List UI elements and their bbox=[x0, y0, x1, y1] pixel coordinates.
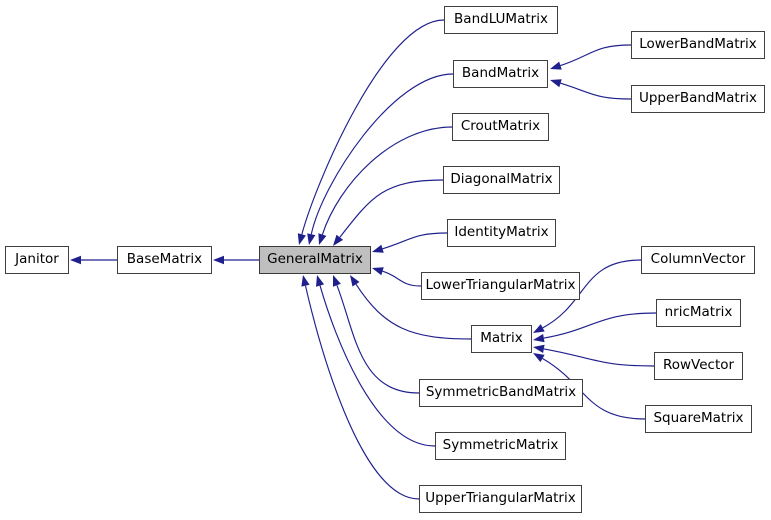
edge-rowvector-to-matrix bbox=[543, 348, 655, 367]
edge-columnvector-to-matrix bbox=[542, 259, 642, 329]
edge-lowertriangularmatrix-to-generalmatrix bbox=[382, 270, 422, 287]
edge-squarematrix-to-matrix bbox=[542, 358, 646, 420]
edge-symmetricmatrix-to-generalmatrix bbox=[319, 285, 436, 447]
arrowhead-nricmatrix-to-matrix bbox=[533, 333, 545, 343]
arrowhead-basematrix-to-janitor bbox=[70, 255, 81, 265]
edge-croutmatrix-to-generalmatrix bbox=[321, 126, 453, 235]
arrowhead-rowvector-to-matrix bbox=[533, 344, 545, 354]
edge-bandlumatrix-to-generalmatrix bbox=[301, 19, 445, 235]
node-lowertriangularmatrix[interactable]: LowerTriangularMatrix bbox=[421, 272, 580, 300]
node-basematrix[interactable]: BaseMatrix bbox=[117, 246, 212, 274]
node-matrix[interactable]: Matrix bbox=[471, 325, 532, 353]
arrowhead-lowertriangularmatrix-to-generalmatrix bbox=[372, 267, 384, 276]
arrowhead-croutmatrix-to-generalmatrix bbox=[318, 233, 327, 245]
arrowhead-bandlumatrix-to-generalmatrix bbox=[297, 233, 306, 245]
edge-identitymatrix-to-generalmatrix bbox=[382, 232, 448, 250]
edge-upperbandmatrix-to-bandmatrix bbox=[560, 82, 632, 100]
edge-matrix-to-generalmatrix bbox=[355, 283, 472, 340]
node-squarematrix[interactable]: SquareMatrix bbox=[645, 405, 752, 433]
node-symmetricbandmatrix[interactable]: SymmetricBandMatrix bbox=[419, 379, 583, 407]
arrowhead-diagonalmatrix-to-generalmatrix bbox=[333, 234, 344, 246]
node-nricmatrix[interactable]: nricMatrix bbox=[656, 299, 741, 327]
node-bandmatrix[interactable]: BandMatrix bbox=[453, 60, 548, 88]
edge-nricmatrix-to-matrix bbox=[543, 312, 657, 339]
node-columnvector[interactable]: ColumnVector bbox=[641, 246, 755, 274]
node-upperbandmatrix[interactable]: UpperBandMatrix bbox=[631, 85, 765, 113]
node-generalmatrix[interactable]: GeneralMatrix bbox=[259, 246, 371, 274]
node-janitor[interactable]: Janitor bbox=[5, 246, 69, 274]
node-symmetricmatrix[interactable]: SymmetricMatrix bbox=[435, 432, 566, 460]
arrowhead-bandmatrix-to-generalmatrix bbox=[307, 233, 316, 245]
arrowhead-lowerbandmatrix-to-bandmatrix bbox=[550, 61, 562, 70]
node-croutmatrix[interactable]: CroutMatrix bbox=[452, 113, 549, 141]
edge-uppertriangularmatrix-to-generalmatrix bbox=[304, 285, 420, 500]
node-identitymatrix[interactable]: IdentityMatrix bbox=[447, 219, 556, 247]
arrowhead-generalmatrix-to-basematrix bbox=[213, 255, 224, 265]
node-uppertriangularmatrix[interactable]: UpperTriangularMatrix bbox=[419, 485, 582, 513]
node-rowvector[interactable]: RowVector bbox=[654, 352, 743, 380]
edge-diagonalmatrix-to-generalmatrix bbox=[339, 179, 444, 238]
arrowhead-matrix-to-generalmatrix bbox=[350, 275, 360, 287]
arrowhead-uppertriangularmatrix-to-generalmatrix bbox=[301, 275, 310, 287]
node-diagonalmatrix[interactable]: DiagonalMatrix bbox=[443, 166, 560, 194]
edge-lowerbandmatrix-to-bandmatrix bbox=[560, 44, 632, 67]
node-bandlumatrix[interactable]: BandLUMatrix bbox=[444, 6, 558, 34]
arrowhead-symmetricbandmatrix-to-generalmatrix bbox=[333, 275, 341, 287]
edge-bandmatrix-to-generalmatrix bbox=[310, 73, 454, 235]
arrowhead-squarematrix-to-matrix bbox=[533, 353, 545, 363]
edge-symmetricbandmatrix-to-generalmatrix bbox=[336, 285, 420, 394]
arrowhead-symmetricmatrix-to-generalmatrix bbox=[315, 275, 325, 287]
arrowhead-columnvector-to-matrix bbox=[533, 324, 545, 333]
arrowhead-upperbandmatrix-to-bandmatrix bbox=[550, 79, 562, 88]
arrowhead-identitymatrix-to-generalmatrix bbox=[372, 244, 384, 253]
node-lowerbandmatrix[interactable]: LowerBandMatrix bbox=[631, 31, 765, 59]
